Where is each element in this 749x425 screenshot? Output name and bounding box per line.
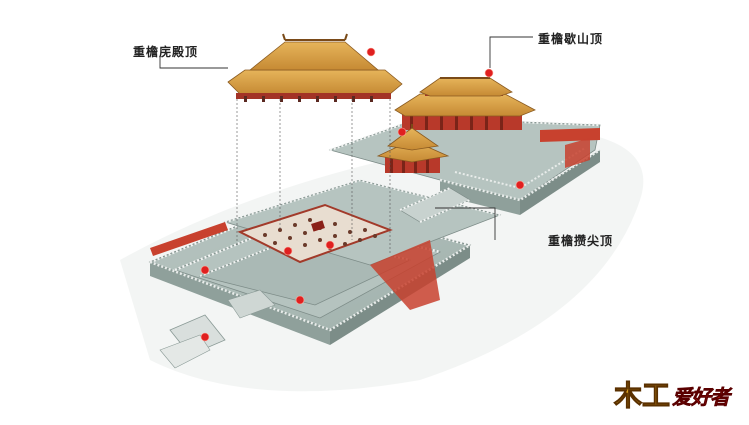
marker-3 (397, 127, 407, 137)
marker-4 (515, 180, 525, 190)
marker-1 (366, 47, 376, 57)
gable-hip-roof-hall (394, 77, 536, 130)
hip-roof-floating (227, 33, 403, 255)
pyramidal-roof-pavilion (376, 124, 450, 173)
marker-9 (200, 332, 210, 342)
marker-2 (484, 68, 494, 78)
marker-7 (200, 265, 210, 275)
marker-8 (295, 295, 305, 305)
marker-6 (325, 240, 335, 250)
logo-text: 爱好者 (672, 385, 731, 410)
label-double-eave-gable-hip-roof: 重檐歇山顶 (538, 32, 604, 46)
label-double-eave-pyramidal-roof: 重檐攒尖顶 (548, 234, 614, 248)
logo-wood-mark: 木工 (613, 379, 671, 413)
marker-5 (283, 246, 293, 256)
leader-lines (159, 36, 533, 240)
woodworking-logo: 木工 爱好者 (613, 378, 744, 414)
label-double-eave-hip-roof: 重檐庑殿顶 (133, 45, 199, 59)
markers (200, 47, 525, 342)
